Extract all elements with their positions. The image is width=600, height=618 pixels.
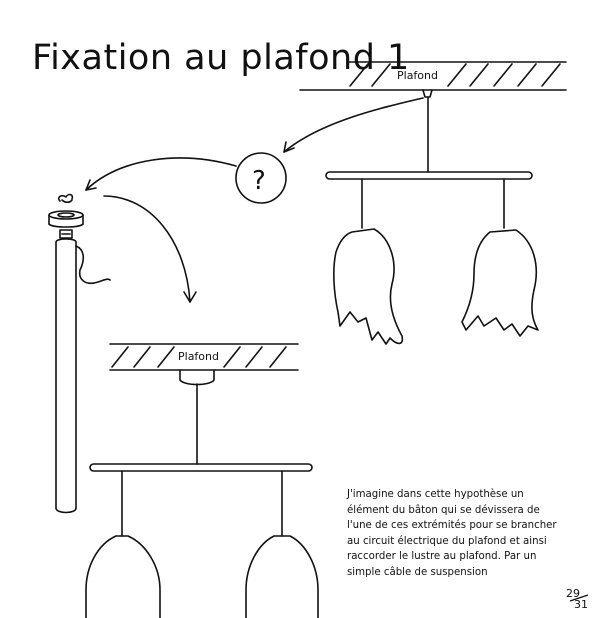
page-number-total: 31 bbox=[574, 598, 588, 611]
top-chandelier-bar bbox=[325, 171, 533, 180]
bottom-right-bulb bbox=[245, 535, 319, 618]
question-circle bbox=[235, 152, 287, 204]
page-number-current: 29 bbox=[566, 587, 580, 600]
note-line: J'imagine dans cette hypothèse un bbox=[347, 489, 524, 500]
page-number: 29 31 bbox=[566, 588, 588, 610]
annotation-text: J'imagine dans cette hypothèse un élémen… bbox=[347, 487, 572, 580]
page-number-slash bbox=[569, 594, 589, 602]
top-ceiling bbox=[299, 61, 567, 91]
arrow-question-to-baton bbox=[85, 157, 237, 191]
note-line: l'une de ces extrémités pour se brancher bbox=[347, 520, 557, 531]
arrow-baton-to-bottom-assembly bbox=[103, 195, 197, 303]
bottom-chandelier-bar bbox=[89, 463, 313, 472]
page-title: Fixation au plafond 1 bbox=[32, 38, 410, 78]
bottom-left-bulb bbox=[85, 535, 161, 618]
note-line: élément du bâton qui se dévissera de bbox=[347, 504, 540, 516]
bottom-ceiling-label: Plafond bbox=[178, 350, 219, 363]
note-line: raccorder le lustre au plafond. Par un bbox=[347, 551, 537, 562]
top-ceiling-label: Plafond bbox=[397, 69, 438, 82]
note-line: simple câble de suspension bbox=[347, 566, 488, 578]
rod-fixture bbox=[48, 193, 111, 514]
bottom-ceiling bbox=[109, 343, 299, 371]
note-line: au circuit électrique du plafond et ains… bbox=[347, 535, 547, 547]
top-ceiling-canopy bbox=[422, 89, 433, 173]
top-right-lampshade bbox=[461, 229, 539, 337]
bottom-ceiling-canopy bbox=[179, 369, 215, 465]
top-left-lampshade bbox=[333, 228, 404, 345]
arrow-ceiling-to-question bbox=[283, 97, 424, 153]
question-mark: ? bbox=[252, 166, 266, 196]
